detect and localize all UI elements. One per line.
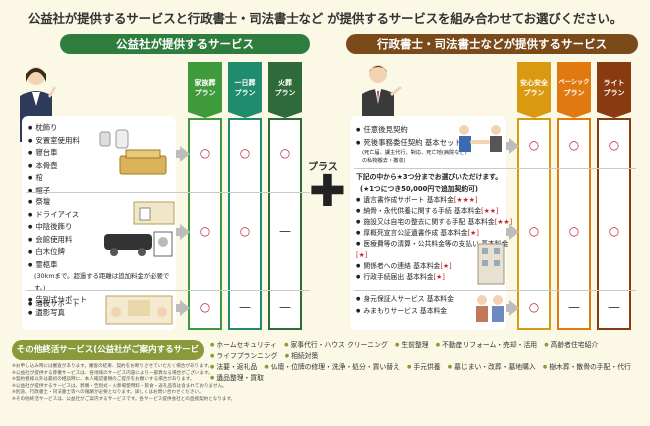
plan-tag-family[interactable]: 家族葬 プラン — [188, 62, 222, 118]
page-title: 公益社が提供するサービスと行政書士・司法書士など が提供するサービスを組み合わせ… — [27, 11, 623, 26]
arrow-icon — [509, 224, 519, 240]
mark-basic-3: — — [568, 300, 580, 314]
left-group3-list: 通夜サポート — [28, 298, 108, 311]
plan-column-oneday — [228, 118, 262, 330]
footnotes: ※お申し込み時には審査があります。審査の結果、契約をお断りさせていただく場合があ… — [12, 364, 236, 402]
plan-column-basic — [557, 118, 591, 330]
handshake-icon — [459, 125, 502, 152]
mark-family-1: ○ — [199, 146, 211, 160]
mark-family-2: ○ — [199, 224, 211, 238]
mark-basic-1: ○ — [568, 138, 580, 152]
mark-light-2: ○ — [608, 224, 620, 238]
plan-tag-light[interactable]: ライト プラン — [597, 62, 631, 118]
plan-tag-oneday[interactable]: 一日葬 プラン — [228, 62, 262, 118]
right-group3-list: 身元保証人サービス 基本料金 みまもりサービス 基本料金 — [356, 294, 476, 317]
hearse-altar-icon — [104, 201, 175, 257]
arrow-icon — [180, 146, 190, 162]
mark-cremation-1: ○ — [279, 146, 291, 160]
other-services-header: その他終活サービス(公益社がご案内するサービス) — [12, 340, 204, 375]
mark-anshin-3: ○ — [528, 300, 540, 314]
arrow-icon — [180, 300, 190, 316]
plan-column-cremation — [268, 118, 302, 330]
building-icon — [477, 243, 505, 285]
mark-cremation-3: — — [279, 300, 291, 314]
mark-oneday-2: ○ — [239, 224, 251, 238]
left-section-header: 公益社が提供するサービス — [60, 34, 310, 54]
plan-tag-basic[interactable]: ベーシック プラン — [557, 62, 591, 118]
mark-anshin-1: ○ — [528, 138, 540, 152]
right-group2-list: 下記の中から★3つ分までお選びいただけます。 (★1つにつき50,000円で追加… — [356, 172, 516, 283]
mark-oneday-1: ○ — [239, 146, 251, 160]
mark-light-3: — — [608, 300, 620, 314]
arrow-icon — [180, 224, 190, 240]
mark-light-1: ○ — [608, 138, 620, 152]
elderly-care-icon — [476, 295, 504, 322]
plan-tag-cremation[interactable]: 火葬 プラン — [268, 62, 302, 118]
mark-family-3: ○ — [199, 300, 211, 314]
plus-icon: ✚ — [309, 166, 346, 217]
mark-oneday-3: — — [239, 300, 251, 314]
mark-basic-2: ○ — [568, 224, 580, 238]
other-services-list: ホームセキュリティ 家事代行・ハウス クリーニング 生前整理 不動産リフォーム・… — [210, 340, 640, 384]
left-group1-list: 枕飾り 安置室使用料 寝台車 本骨壺 棺 帽子 — [28, 122, 98, 197]
arrow-icon — [509, 138, 519, 154]
plus-label: プラス — [308, 162, 338, 173]
plan-column-light — [597, 118, 631, 330]
right-group1-list: 任意後見契約 死後事務委任契約 基本セット (死亡届、課主代行、對応、死亡地(病… — [356, 124, 468, 165]
arrow-icon — [509, 300, 519, 316]
right-section-header: 行政書士・司法書士などが提供するサービス — [346, 34, 638, 54]
plan-tag-anshin[interactable]: 安心安全 プラン — [517, 62, 551, 118]
mark-cremation-2: — — [279, 224, 291, 238]
mark-anshin-2: ○ — [528, 224, 540, 238]
wake-ceremony-icon — [105, 295, 173, 325]
urn-altar-icon — [99, 129, 167, 175]
